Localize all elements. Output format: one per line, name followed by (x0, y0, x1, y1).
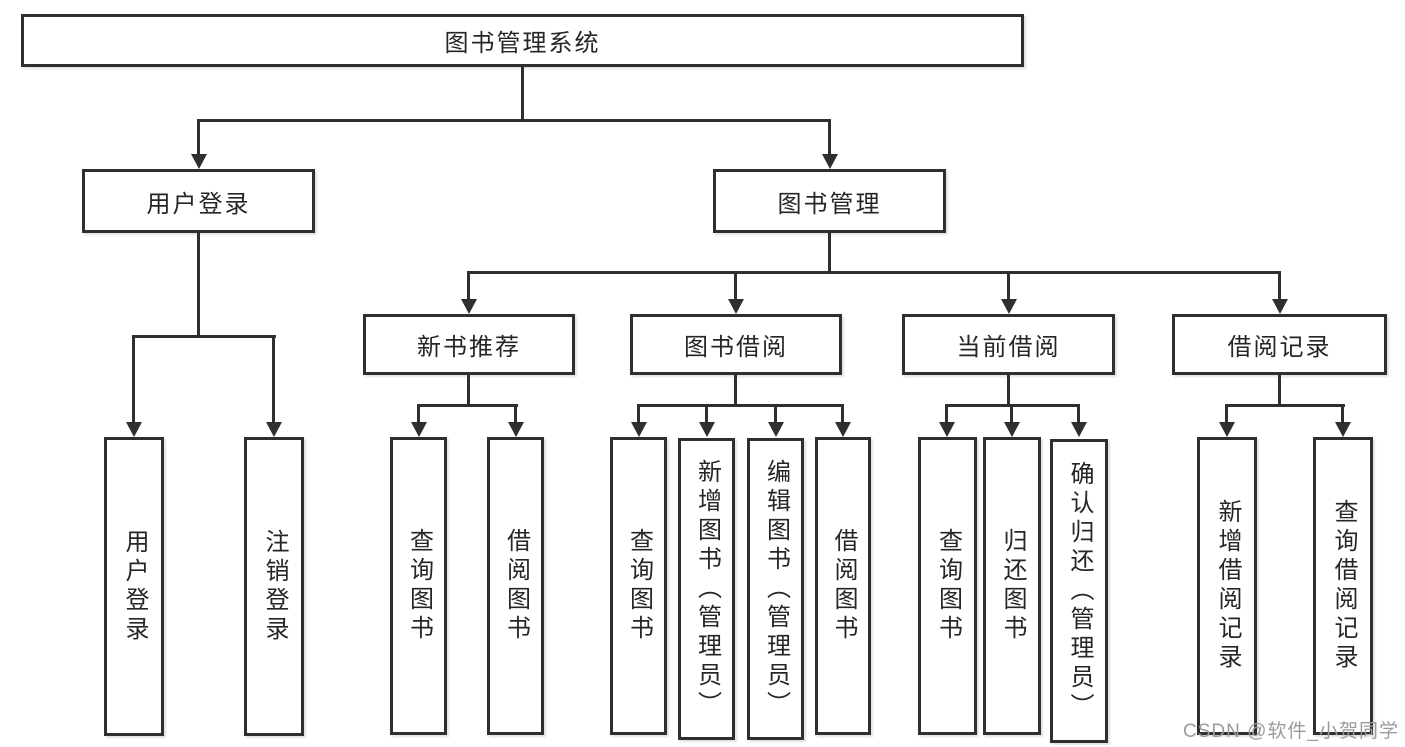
arrow-to-logout-leaf (265, 335, 282, 437)
arrow-to-new-book-recommend (460, 271, 477, 314)
connector-borrowing-records-bar (1225, 404, 1345, 407)
connector-borrowing-records-stem (1278, 374, 1281, 406)
connector-user-login-stem (197, 232, 200, 336)
connector-book-borrowing-bar (637, 404, 843, 407)
leaf-logout: 注销登录 (244, 437, 304, 736)
connector-book-borrowing-stem (734, 374, 737, 406)
leaf-user-login: 用户登录 (104, 437, 164, 736)
leaf-query-books-3: 查询图书 (918, 437, 977, 735)
arrow-to-query-books-3 (938, 404, 955, 437)
leaf-add-book-admin: 新增图书（管理员） (678, 438, 735, 740)
node-new-book-recommend: 新书推荐 (363, 314, 575, 375)
arrow-to-query-borrow-record (1334, 404, 1351, 437)
leaf-query-borrow-record: 查询借阅记录 (1313, 437, 1373, 735)
leaf-borrow-books-2: 借阅图书 (815, 437, 871, 735)
csdn-watermark: CSDN @软件_小贺同学 (1183, 721, 1399, 742)
leaf-query-books-1: 查询图书 (390, 437, 447, 735)
leaf-borrow-books-1: 借阅图书 (487, 437, 544, 735)
connector-book-management-bar (467, 271, 1281, 274)
leaf-return-books: 归还图书 (983, 437, 1041, 735)
leaf-add-borrow-record: 新增借阅记录 (1197, 437, 1257, 735)
node-user-login: 用户登录 (82, 169, 315, 233)
leaf-edit-book-admin: 编辑图书（管理员） (747, 438, 804, 740)
arrow-to-query-books-2 (630, 404, 647, 437)
connector-book-management-stem (828, 232, 831, 272)
leaf-query-books-2: 查询图书 (610, 437, 667, 735)
arrow-to-confirm-return-admin (1070, 404, 1087, 437)
arrow-to-add-book-admin (698, 404, 715, 437)
arrow-to-book-borrowing (727, 271, 744, 314)
arrow-to-edit-book-admin (767, 404, 784, 437)
node-borrowing-records: 借阅记录 (1172, 314, 1387, 375)
connector-user-login-bar (132, 335, 276, 338)
arrow-to-borrow-books-1 (507, 404, 524, 437)
node-library-management-system: 图书管理系统 (21, 14, 1024, 67)
connector-new-book-bar (417, 404, 518, 407)
arrow-to-book-management (821, 119, 838, 169)
arrow-to-borrow-books-2 (834, 404, 851, 437)
node-book-borrowing: 图书借阅 (630, 314, 842, 375)
connector-root-bar (197, 119, 831, 122)
arrow-to-user-login (190, 119, 207, 169)
arrow-to-query-books-1 (410, 404, 427, 437)
connector-current-borrowing-stem (1007, 374, 1010, 406)
leaf-confirm-return-admin: 确认归还（管理员） (1050, 439, 1108, 743)
connector-new-book-stem (467, 374, 470, 406)
arrow-to-current-borrowing (1000, 271, 1017, 314)
arrow-to-add-borrow-record (1218, 404, 1235, 437)
connector-root-stem (521, 66, 524, 120)
arrow-to-return-books (1003, 404, 1020, 437)
arrow-to-user-login-leaf (125, 335, 142, 437)
arrow-to-borrowing-records (1271, 271, 1288, 314)
node-current-borrowing: 当前借阅 (902, 314, 1115, 375)
node-book-management: 图书管理 (713, 169, 946, 233)
